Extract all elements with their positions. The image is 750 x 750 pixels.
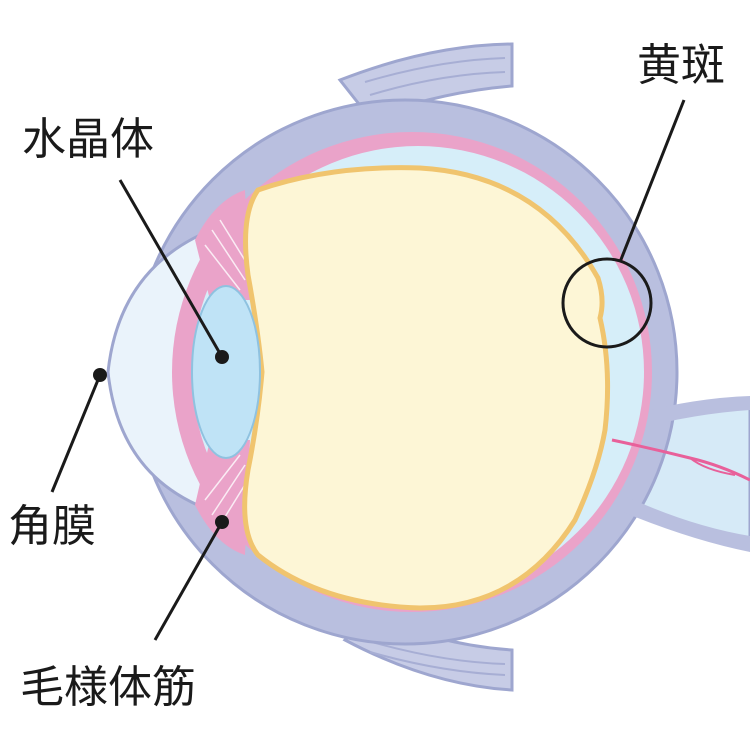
leader-ciliary-muscle	[153, 521, 224, 641]
dot-cornea	[93, 368, 107, 382]
label-lens: 水晶体	[22, 114, 154, 165]
ciliary-body-lower	[195, 440, 250, 555]
label-cornea: 角膜	[8, 501, 96, 552]
lens-shape	[191, 285, 261, 459]
leader-cornea	[50, 374, 102, 493]
label-macula: 黄斑	[637, 40, 725, 91]
label-ciliary-muscle: 毛様体筋	[20, 662, 196, 713]
leader-lens	[118, 179, 224, 358]
dot-ciliary-muscle	[215, 515, 229, 529]
vitreous-body	[242, 165, 611, 611]
macula-circle	[561, 257, 653, 349]
leader-macula	[618, 99, 686, 263]
dot-lens	[215, 350, 229, 364]
